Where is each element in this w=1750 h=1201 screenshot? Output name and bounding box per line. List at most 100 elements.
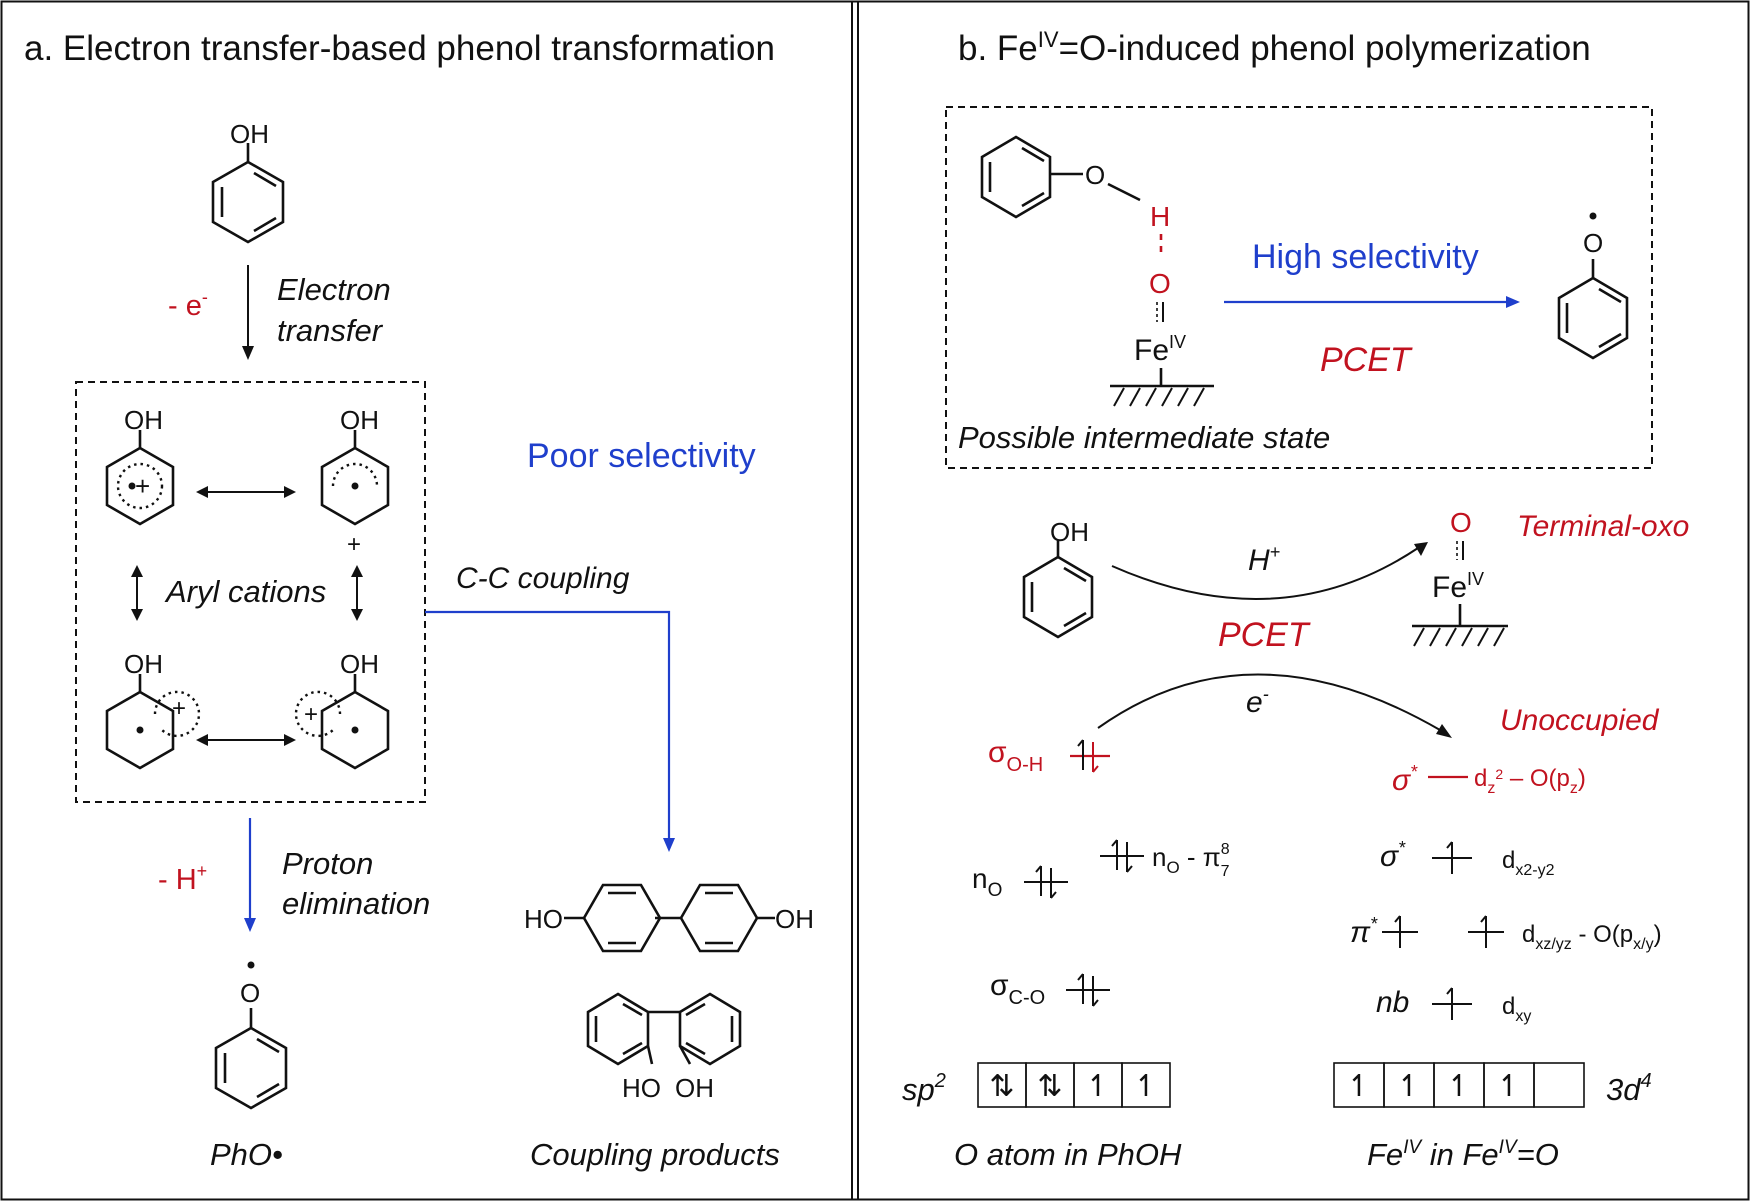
poor-selectivity-label: Poor selectivity	[527, 437, 756, 475]
svg-text:+: +	[347, 531, 361, 558]
oh-label: OH	[124, 649, 163, 679]
terminal-oxo: O FeIV	[1412, 507, 1508, 647]
phenol-lower: OH	[1022, 517, 1094, 639]
oh-label: OH	[340, 649, 379, 679]
star-sup: *	[1398, 838, 1406, 858]
sigma-star-symbol: σ	[1380, 840, 1400, 873]
orbital-dxz	[1382, 915, 1418, 948]
phenoxyl-product: O	[1557, 212, 1629, 360]
e-minus-label: e	[1246, 686, 1263, 719]
high-selectivity-label: High selectivity	[1252, 238, 1479, 276]
terminal-oxo-label: Terminal-oxo	[1517, 510, 1689, 543]
panel-a-title: a. Electron transfer-based phenol transf…	[24, 29, 775, 68]
dx2y2-sub: x2-y2	[1515, 862, 1554, 879]
orbital-sigma-co	[1066, 973, 1110, 1007]
svg-text:H+: H+	[1248, 542, 1280, 577]
svg-text:dxy: dxy	[1502, 993, 1531, 1025]
svg-text:dx2-y2: dx2-y2	[1502, 847, 1555, 879]
svg-text:σ*: σ*	[1392, 762, 1418, 797]
dxy-sub: xy	[1515, 1008, 1531, 1025]
orbital-dyz	[1468, 915, 1504, 948]
n-o-sub: O	[988, 880, 1003, 901]
close-paren: )	[1578, 765, 1586, 792]
oh-label: OH	[1050, 517, 1089, 547]
electron-arrow: ↿	[1085, 1070, 1110, 1103]
minus-e-label: - e	[168, 290, 202, 322]
d-letter: d	[1502, 847, 1515, 874]
proton-elimination-label-2: elimination	[282, 886, 430, 921]
sigma-sub: C-O	[1009, 987, 1046, 1009]
orbital-dxy	[1432, 987, 1472, 1020]
svg-text:e-: e-	[1246, 684, 1269, 719]
phenol-top: OH	[211, 119, 285, 244]
dz2-sup: 2	[1495, 766, 1503, 782]
orbital-n-o	[1024, 865, 1068, 899]
star-sup: *	[1410, 762, 1418, 782]
unoccupied-label: Unoccupied	[1500, 704, 1660, 737]
aryl-cation-ring-3: OH +	[105, 649, 201, 770]
oh-label: OH	[124, 405, 163, 435]
h-plus-transfer-arrow	[1111, 547, 1419, 600]
arrowhead	[244, 918, 256, 932]
dz2-label: dz2 – O(pz)	[1474, 765, 1586, 797]
o-atom-label: O atom in PhOH	[954, 1137, 1182, 1172]
electron-arrow: ↿	[1396, 1070, 1421, 1103]
oh-label: OH	[340, 405, 379, 435]
o-label: O	[240, 978, 260, 1008]
plus-sup: +	[1270, 542, 1281, 562]
pi-star-symbol: π	[1350, 916, 1371, 949]
oh-label: OH	[675, 1073, 714, 1103]
n-letter: n	[972, 863, 988, 894]
pcet-label: PCET	[1320, 341, 1413, 379]
minus-sup: -	[1263, 684, 1269, 704]
sigma-co-label: σC-O	[990, 969, 1045, 1009]
arrowhead	[242, 346, 254, 360]
dxz-sub: xz/yz	[1535, 936, 1571, 953]
electron-arrow: ⇅	[989, 1070, 1014, 1103]
iv-sup: IV	[1169, 332, 1186, 352]
svg-text:+: +	[172, 695, 186, 722]
oh-label: OH	[775, 904, 814, 934]
sp2-orbital-boxes: ⇅⇅↿↿	[977, 1062, 1171, 1108]
o-label: O	[1450, 507, 1472, 538]
fe-label: Fe	[1134, 334, 1169, 367]
orbital-sigma-oh	[1070, 739, 1110, 773]
aryl-cation-box	[75, 381, 426, 803]
o-label: O	[1085, 160, 1105, 190]
electron-arrow: ↿	[1346, 1070, 1371, 1103]
possible-state-label: Possible intermediate state	[958, 420, 1330, 455]
svg-text:- e-: - e-	[168, 287, 208, 322]
o-label: O	[1149, 268, 1171, 299]
d-label: 3d	[1606, 1072, 1642, 1107]
fe-pre: Fe	[1367, 1137, 1403, 1172]
electron-transfer-label-1: Electron	[277, 272, 391, 307]
arrowhead	[1436, 724, 1452, 738]
n-letter: n	[1152, 842, 1166, 872]
svg-text:FeIV: FeIV	[1432, 569, 1484, 604]
cc-coupling-arrow	[425, 610, 671, 843]
o-label: O	[1583, 228, 1603, 258]
intermediate-state-box	[945, 106, 1653, 469]
electron-arrow: ↿	[1446, 1070, 1471, 1103]
iv-sup: IV	[1467, 569, 1484, 589]
svg-text:- H+: - H+	[158, 861, 207, 896]
pz-sub: z	[1570, 780, 1578, 797]
minus-h-label: - H	[158, 864, 197, 896]
iv-sup: IV	[1403, 1137, 1423, 1158]
iv-sup: IV	[1499, 1137, 1519, 1158]
d-letter: d	[1502, 993, 1515, 1020]
sp-label: sp	[902, 1072, 935, 1107]
cc-coupling-label: C-C coupling	[456, 562, 630, 595]
biphenol-ortho: HO OH	[586, 992, 742, 1103]
sigma-sub: O-H	[1007, 754, 1044, 776]
phenoxyl-radical: O	[214, 961, 288, 1110]
fe-post: =O	[1517, 1137, 1559, 1172]
sigma-star-symbol: σ	[1392, 764, 1412, 797]
oh-label: OH	[230, 119, 269, 149]
pi-sup: 8	[1221, 841, 1230, 858]
star-sup: *	[1370, 914, 1378, 934]
minus-e-sup: -	[202, 287, 208, 307]
ho-label: HO	[622, 1073, 661, 1103]
